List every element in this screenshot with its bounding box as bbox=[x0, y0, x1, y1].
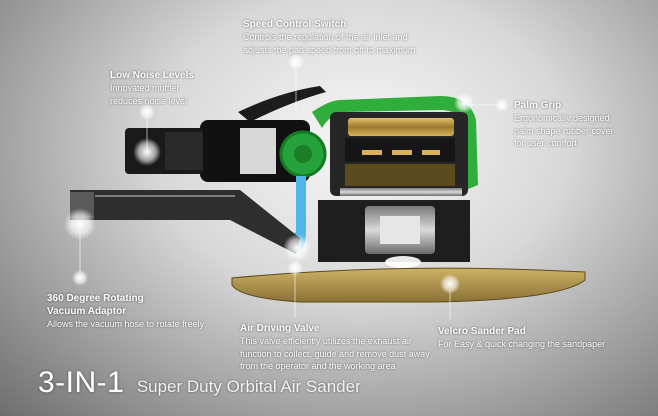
callout-velcro-pad: Velcro Sander Pad For Easy & quick chang… bbox=[438, 325, 605, 351]
sander-pad bbox=[231, 267, 586, 303]
callout-markers bbox=[64, 54, 509, 294]
callout-description: Allows the vacuum hose to rotate freely bbox=[47, 319, 205, 329]
callout-vacuum-adaptor: 360 Degree Rotating Vacuum Adaptor Allow… bbox=[47, 292, 204, 331]
callout-speed-control: Speed Control Switch Controls the regula… bbox=[243, 18, 415, 56]
callout-low-noise: Low Noise Levels Innovated muffler reduc… bbox=[110, 69, 194, 107]
callout-title: Palm Grip bbox=[514, 100, 562, 111]
callout-description: Controls the regulation of the air inlet… bbox=[243, 32, 416, 55]
callout-title: Low Noise Levels bbox=[110, 70, 194, 81]
callout-title: Speed Control Switch bbox=[243, 19, 347, 30]
vacuum-adaptor bbox=[70, 190, 300, 254]
callout-description: This valve efficiently utilizes the exha… bbox=[240, 336, 430, 371]
product-title: 3-IN-1 Super Duty Orbital Air Sander bbox=[38, 366, 361, 400]
headline: 3-IN-1 bbox=[38, 366, 125, 399]
callout-title: 360 Degree Rotating Vacuum Adaptor bbox=[47, 293, 144, 317]
throttle-lever bbox=[238, 86, 326, 122]
callout-title: Air Driving Valve bbox=[240, 323, 320, 334]
subtitle: Super Duty Orbital Air Sander bbox=[136, 377, 361, 396]
callout-palm-grip: Palm Grip Ergonomically designed palm sh… bbox=[514, 99, 614, 150]
callout-description: For Easy & quick changing the sandpaper bbox=[438, 339, 606, 349]
callout-title: Velcro Sander Pad bbox=[438, 326, 526, 337]
air-valve-tube bbox=[290, 176, 306, 252]
callout-description: Innovated muffler reduces noise level bbox=[110, 83, 188, 106]
callout-air-valve: Air Driving Valve This valve efficiently… bbox=[240, 322, 430, 373]
callout-description: Ergonomically designed palm shape rubber… bbox=[514, 113, 614, 148]
